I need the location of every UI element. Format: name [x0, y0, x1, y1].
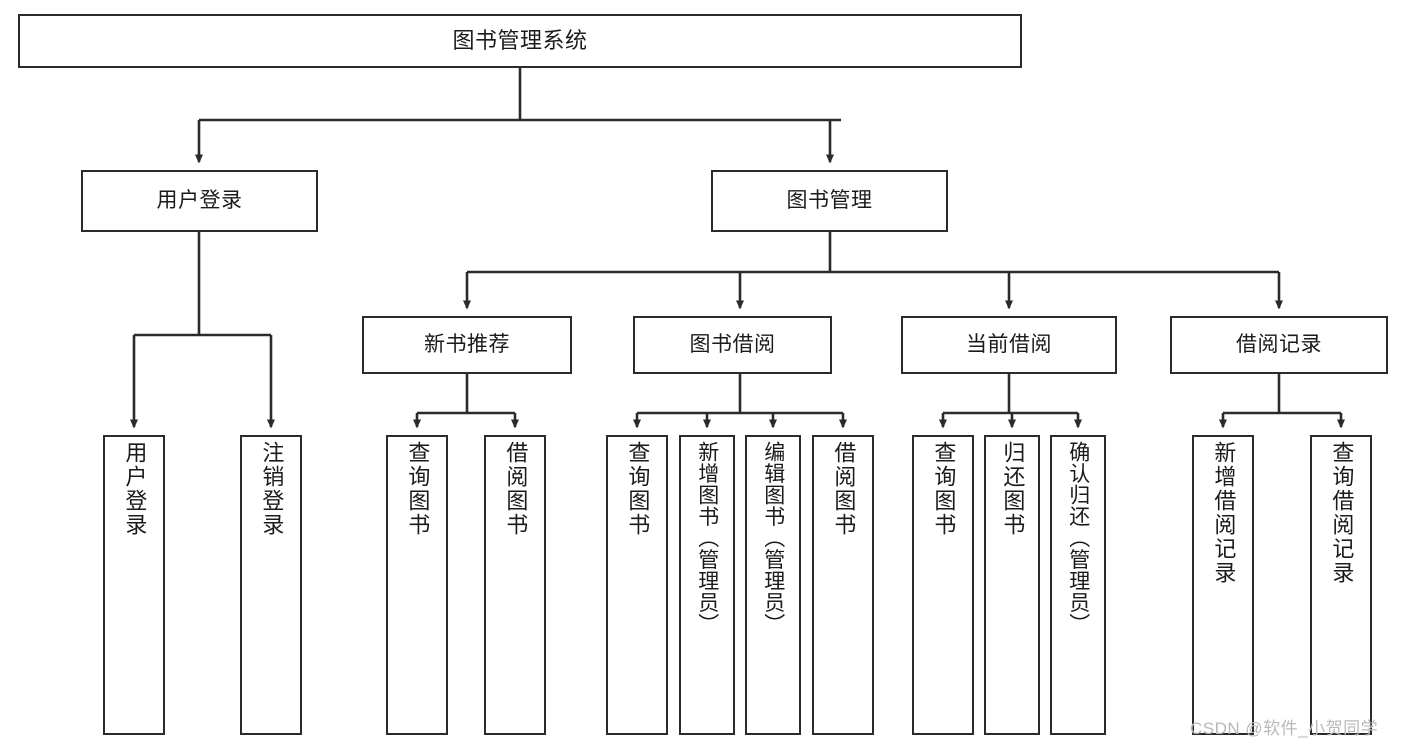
node-current-borrow-label: 当前借阅	[966, 332, 1052, 356]
node-leaf-edit-book-label: 编辑图书（管理员）	[761, 441, 785, 635]
node-leaf-return-book[interactable]: 归还图书	[984, 435, 1040, 735]
node-leaf-logout[interactable]: 注销登录	[240, 435, 302, 735]
node-leaf-add-record[interactable]: 新增借阅记录	[1192, 435, 1254, 735]
node-leaf-query-book-3-label: 查询图书	[931, 441, 957, 537]
node-root-label: 图书管理系统	[452, 28, 588, 54]
node-leaf-query-book-1[interactable]: 查询图书	[386, 435, 448, 735]
node-leaf-borrow-book-1[interactable]: 借阅图书	[484, 435, 546, 735]
node-leaf-edit-book[interactable]: 编辑图书（管理员）	[745, 435, 801, 735]
node-leaf-add-book-label: 新增图书（管理员）	[695, 441, 719, 635]
node-leaf-borrow-book-1-label: 借阅图书	[503, 441, 529, 537]
node-leaf-user-login[interactable]: 用户登录	[103, 435, 165, 735]
node-borrow-record-label: 借阅记录	[1236, 332, 1322, 356]
node-leaf-query-record-label: 查询借阅记录	[1329, 441, 1355, 585]
node-leaf-query-book-2-label: 查询图书	[625, 441, 651, 537]
node-leaf-query-book-2[interactable]: 查询图书	[606, 435, 668, 735]
node-current-borrow[interactable]: 当前借阅	[901, 316, 1117, 374]
node-leaf-confirm-return-label: 确认归还（管理员）	[1066, 441, 1090, 635]
node-leaf-confirm-return[interactable]: 确认归还（管理员）	[1050, 435, 1106, 735]
csdn-watermark: CSDN @软件_小贺同学	[1190, 719, 1379, 738]
node-book-borrow[interactable]: 图书借阅	[633, 316, 832, 374]
node-leaf-query-book-1-label: 查询图书	[405, 441, 431, 537]
node-book-borrow-label: 图书借阅	[689, 332, 776, 356]
node-user-login-label: 用户登录	[156, 188, 243, 212]
node-book-manage-label: 图书管理	[786, 188, 873, 212]
node-leaf-borrow-book-2[interactable]: 借阅图书	[812, 435, 874, 735]
node-leaf-add-record-label: 新增借阅记录	[1211, 441, 1237, 585]
node-leaf-logout-label: 注销登录	[259, 441, 285, 537]
node-leaf-query-record[interactable]: 查询借阅记录	[1310, 435, 1372, 735]
node-root[interactable]: 图书管理系统	[18, 14, 1022, 68]
node-user-login[interactable]: 用户登录	[81, 170, 318, 232]
node-book-manage[interactable]: 图书管理	[711, 170, 948, 232]
node-borrow-record[interactable]: 借阅记录	[1170, 316, 1388, 374]
node-leaf-user-login-label: 用户登录	[122, 441, 148, 537]
node-new-book-rec[interactable]: 新书推荐	[362, 316, 572, 374]
node-new-book-rec-label: 新书推荐	[424, 332, 510, 356]
node-leaf-query-book-3[interactable]: 查询图书	[912, 435, 974, 735]
node-leaf-borrow-book-2-label: 借阅图书	[831, 441, 857, 537]
node-leaf-add-book[interactable]: 新增图书（管理员）	[679, 435, 735, 735]
node-leaf-return-book-label: 归还图书	[1000, 441, 1026, 537]
